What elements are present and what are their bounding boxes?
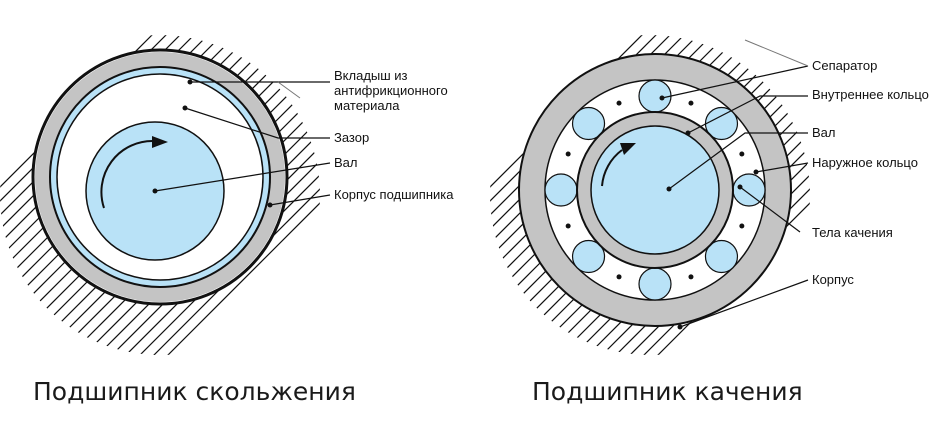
label-liner-line3: материала <box>334 98 400 113</box>
label-housing-left: Корпус подшипника <box>334 187 454 202</box>
shaft-right <box>590 125 720 255</box>
rolling-element <box>638 267 672 301</box>
hatch-line <box>617 35 810 355</box>
rolling-element <box>544 173 578 207</box>
leader-rolling-dot <box>737 184 743 190</box>
rotation-arrow <box>100 139 155 209</box>
separator-dot <box>739 223 745 229</box>
rolling-element <box>571 239 606 274</box>
leader-gap-dot <box>182 105 188 111</box>
label-shaft-right: Вал <box>812 125 836 140</box>
rolling-bearing-diagram: Сепаратор Внутреннее кольцо Вал Наружное… <box>490 35 929 406</box>
separator-dot <box>739 151 745 157</box>
leader-gap <box>184 107 330 139</box>
leader-outer-ring <box>755 162 809 173</box>
separator-dot <box>616 274 622 280</box>
rolling-element <box>732 173 766 207</box>
label-shaft-left: Вал <box>334 155 358 170</box>
label-inner-ring: Внутреннее кольцо <box>812 87 929 102</box>
sliding-bearing-diagram: Вкладыш из антифрикционного материала За… <box>0 35 454 406</box>
label-rolling-elements: Тела качения <box>812 225 893 240</box>
separator-dots <box>565 100 745 280</box>
leader-separator <box>661 65 809 99</box>
separator-dot <box>565 151 571 157</box>
label-gap: Зазор <box>334 130 369 145</box>
caption-sliding-bearing: Подшипник скольжения <box>33 377 356 406</box>
leader-inner-ring <box>687 95 808 134</box>
label-separator: Сепаратор <box>812 58 877 73</box>
rotation-arrowhead <box>152 136 168 148</box>
leader-separator-dot <box>659 95 665 101</box>
label-liner-line1: Вкладыш из <box>334 68 408 83</box>
hatch-line <box>127 35 320 355</box>
leader-rolling <box>739 186 801 233</box>
leader-inner-ring-dot <box>685 130 691 136</box>
leader-liner-thin <box>277 81 301 99</box>
leader-separator-thin <box>744 39 809 67</box>
hatch-line <box>113 35 320 355</box>
separator-dot <box>688 100 694 106</box>
rolling-element <box>638 79 672 113</box>
leader-housing-right-dot <box>677 324 683 330</box>
hatch-line <box>603 35 810 355</box>
hatch-line <box>99 35 320 355</box>
rotation-arrowhead-right <box>620 143 636 155</box>
rolling-element <box>571 106 606 141</box>
label-housing-right: Корпус <box>812 272 854 287</box>
leader-shaft-right <box>668 132 808 190</box>
leader-housing <box>269 194 331 206</box>
leader-shaft <box>154 162 331 192</box>
separator-dot <box>688 274 694 280</box>
rolling-elements <box>544 79 766 301</box>
separator-dot <box>565 223 571 229</box>
rolling-element <box>704 239 739 274</box>
label-outer-ring: Наружное кольцо <box>812 155 918 170</box>
leader-liner-dot <box>187 79 193 85</box>
leader-housing-dot <box>267 202 273 208</box>
rotation-arrow-right <box>601 149 623 187</box>
leader-outer-ring-dot <box>753 169 759 175</box>
separator-dot <box>616 100 622 106</box>
label-liner-line2: антифрикционного <box>334 83 448 98</box>
caption-rolling-bearing: Подшипник качения <box>532 377 803 406</box>
leader-housing-right <box>679 279 809 328</box>
